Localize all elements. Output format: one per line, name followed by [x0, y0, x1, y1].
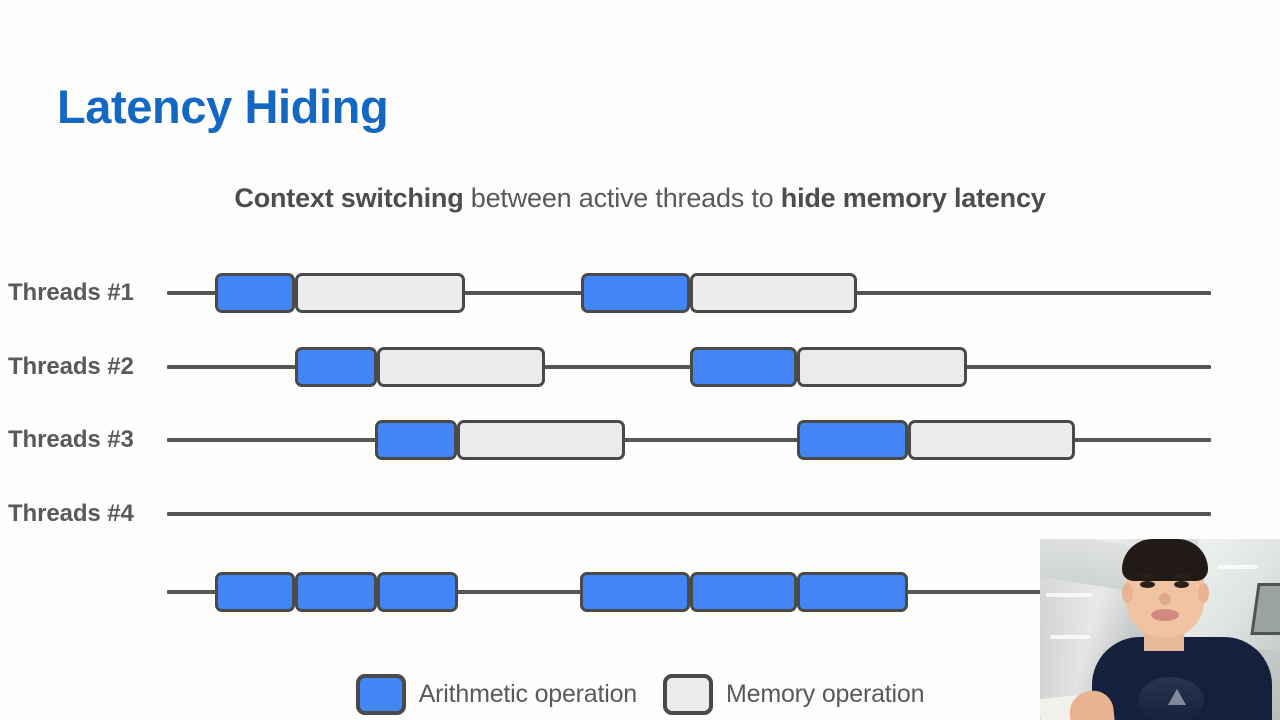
webcam-wall-strip — [1050, 635, 1090, 639]
arithmetic-operation-block — [215, 572, 295, 612]
timeline-row: Threads #1 — [0, 263, 1280, 323]
thread-row-label: Threads #4 — [8, 500, 134, 527]
webcam-person-ear — [1198, 583, 1209, 603]
arithmetic-operation-block — [295, 347, 377, 387]
page-title: Latency Hiding — [57, 80, 389, 133]
arithmetic-operation-block — [295, 572, 377, 612]
arithmetic-operation-block — [580, 572, 690, 612]
webcam-person-hair — [1122, 539, 1208, 581]
legend-item: Arithmetic operation — [355, 673, 638, 715]
webcam-overlay[interactable] — [1040, 539, 1280, 720]
timeline-axis-line — [167, 365, 1211, 369]
legend-label: Arithmetic operation — [418, 679, 638, 708]
subtitle-tail-bold: hide memory latency — [780, 183, 1046, 213]
webcam-wall-strip — [1218, 565, 1258, 569]
arithmetic-operation-block — [797, 420, 908, 460]
arithmetic-operation-block — [690, 347, 797, 387]
timeline-axis-line — [167, 438, 1211, 442]
webcam-person-eye — [1140, 581, 1155, 588]
webcam-person-mouth — [1151, 609, 1179, 621]
webcam-wall-strip — [1046, 593, 1092, 597]
webcam-person-eyebrow — [1173, 574, 1190, 578]
timeline-axis-line — [167, 512, 1211, 516]
arithmetic-operation-block — [375, 420, 457, 460]
chart-legend: Arithmetic operation Memory operation — [0, 672, 1280, 716]
webcam-person-eye — [1174, 581, 1189, 588]
legend-swatch-memory — [663, 673, 714, 715]
webcam-person-nose — [1159, 593, 1171, 605]
legend-label: Memory operation — [726, 679, 925, 708]
memory-operation-block — [295, 273, 465, 313]
memory-operation-block — [908, 420, 1075, 460]
arithmetic-operation-block — [797, 572, 908, 612]
subtitle-lead-bold: Context switching — [234, 183, 464, 213]
arithmetic-operation-block — [215, 273, 295, 313]
memory-operation-block — [797, 347, 967, 387]
timeline-row — [0, 562, 1280, 622]
legend-item: Memory operation — [663, 673, 925, 715]
timeline-row: Threads #4 — [0, 484, 1280, 544]
legend-swatch-arithmetic — [355, 673, 406, 715]
webcam-person-ear — [1122, 583, 1133, 603]
arithmetic-operation-block — [581, 273, 690, 313]
webcam-person-eyebrow — [1139, 574, 1156, 578]
memory-operation-block — [690, 273, 857, 313]
memory-operation-block — [377, 347, 545, 387]
thread-row-label: Threads #3 — [8, 426, 134, 453]
thread-row-label: Threads #1 — [8, 279, 134, 306]
arithmetic-operation-block — [690, 572, 797, 612]
memory-operation-block — [457, 420, 625, 460]
timeline-row: Threads #2 — [0, 337, 1280, 397]
subtitle-middle: between active threads to — [463, 183, 781, 213]
thread-row-label: Threads #2 — [8, 353, 134, 380]
timeline-row: Threads #3 — [0, 410, 1280, 470]
webcam-shirt-logo — [1168, 689, 1186, 705]
arithmetic-operation-block — [377, 572, 458, 612]
slide-subtitle: Context switching between active threads… — [0, 183, 1280, 214]
